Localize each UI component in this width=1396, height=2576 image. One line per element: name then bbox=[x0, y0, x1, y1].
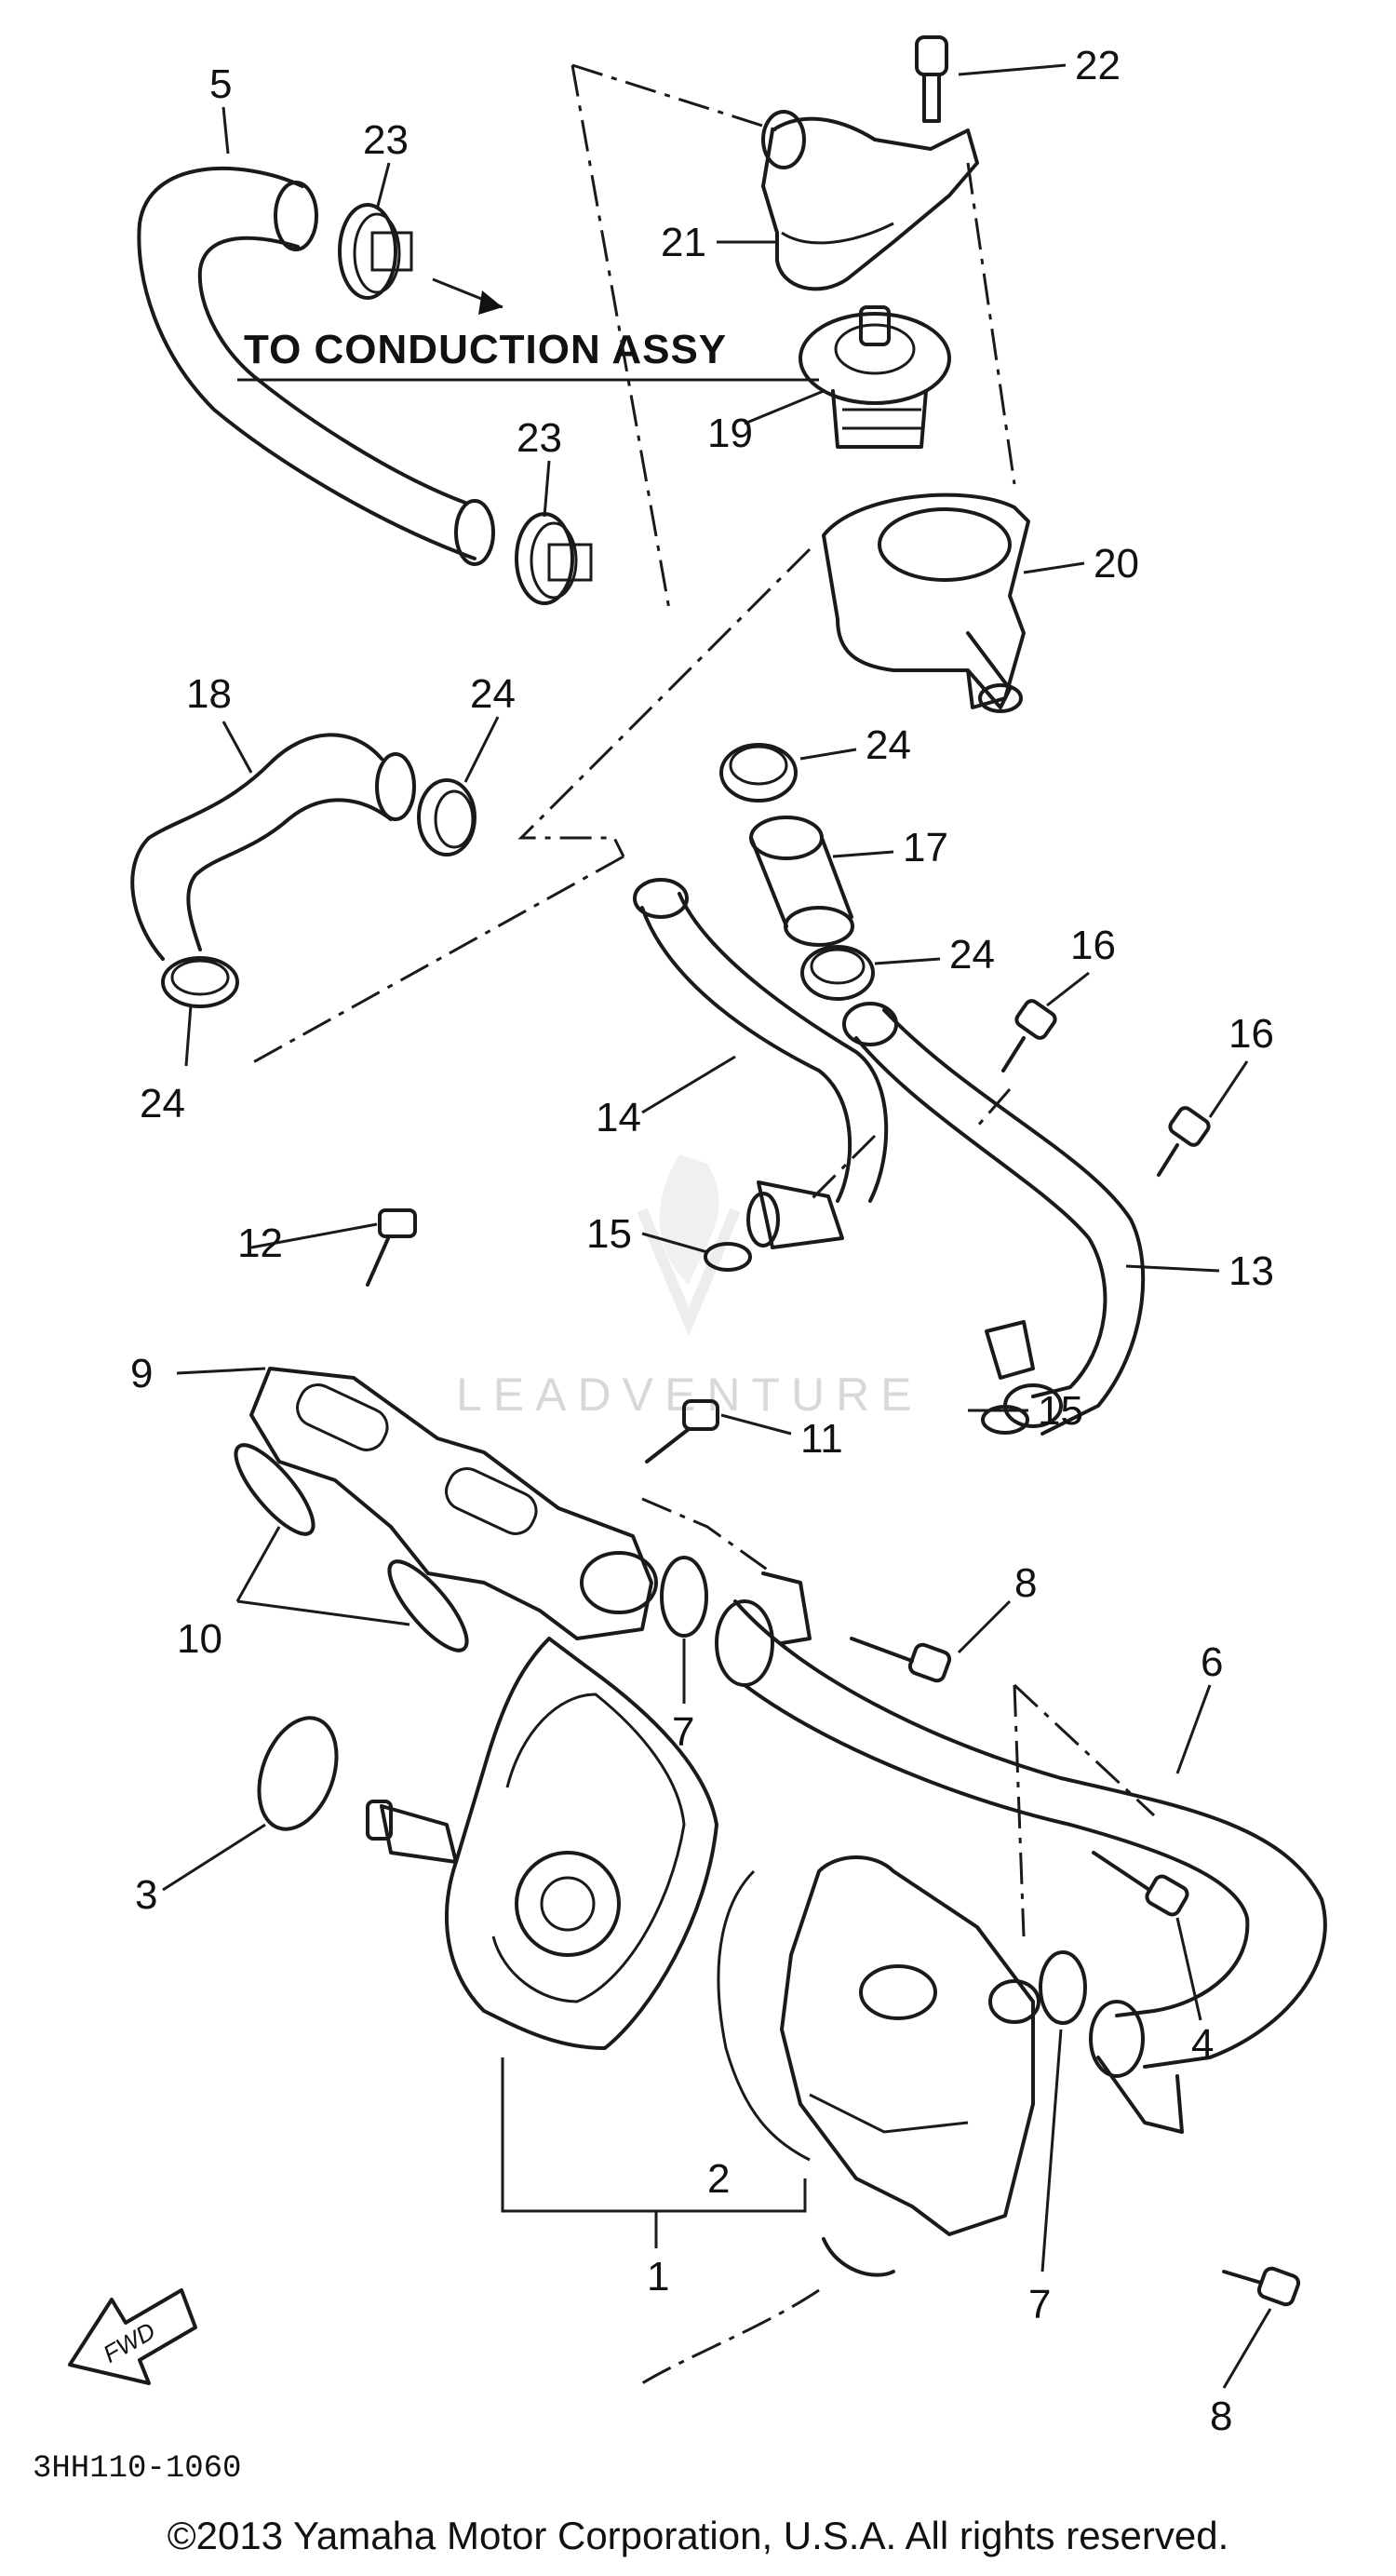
o-ring-15-b bbox=[981, 1405, 1029, 1435]
clamp-23-upper bbox=[338, 203, 413, 300]
callout-24: 24 bbox=[866, 722, 911, 768]
callout-15: 15 bbox=[586, 1211, 632, 1257]
bolt-22 bbox=[915, 35, 948, 123]
assembly-line bbox=[975, 1088, 1012, 1127]
fwd-arrow: FWD bbox=[68, 2288, 197, 2385]
bolt-16-b bbox=[1157, 1106, 1211, 1177]
callout-22: 22 bbox=[1075, 43, 1121, 88]
callout-24: 24 bbox=[470, 671, 516, 717]
assembly-line bbox=[246, 855, 624, 1068]
callout-5: 5 bbox=[209, 61, 232, 107]
clamp-24-d bbox=[800, 945, 875, 1001]
callout-2: 2 bbox=[707, 2156, 730, 2202]
pipe-14 bbox=[633, 878, 889, 1249]
assembly-line bbox=[570, 64, 672, 615]
callout-numbers: 22 5 23 21 19 23 20 18 24 24 17 24 16 16… bbox=[130, 43, 1274, 2439]
bolt-4 bbox=[1092, 1851, 1189, 1917]
water-pipe-9 bbox=[249, 1367, 658, 1640]
assembly-line bbox=[571, 63, 778, 132]
callout-23: 23 bbox=[517, 415, 562, 461]
clamp-24-a bbox=[417, 778, 477, 856]
thermostat-cover-21 bbox=[761, 110, 979, 291]
callout-4: 4 bbox=[1191, 2021, 1214, 2067]
leader-lines bbox=[162, 63, 1272, 2389]
assembly-line bbox=[641, 1497, 773, 1575]
callout-10: 10 bbox=[177, 1616, 222, 1662]
clamp-24-b bbox=[161, 956, 239, 1008]
bolt-8-a bbox=[850, 1637, 952, 1683]
assembly-bracket bbox=[501, 2057, 807, 2213]
callout-14: 14 bbox=[596, 1095, 641, 1140]
callout-20: 20 bbox=[1094, 541, 1139, 587]
bolt-8-b bbox=[1222, 2266, 1301, 2307]
banner-to-conduction-assy: TO CONDUCTION ASSY bbox=[244, 327, 727, 372]
callout-17: 17 bbox=[903, 825, 948, 870]
assembly-line bbox=[808, 1134, 877, 1203]
gasket-10-b bbox=[387, 1559, 469, 1652]
callout-15: 15 bbox=[1038, 1388, 1083, 1434]
callout-11: 11 bbox=[800, 1416, 843, 1462]
diagram-code: 3HH110-1060 bbox=[33, 2451, 241, 2487]
bolt-11 bbox=[645, 1399, 719, 1463]
engine-outline bbox=[641, 2288, 820, 2385]
water-pump-1 bbox=[366, 1637, 718, 2050]
callout-9: 9 bbox=[130, 1351, 153, 1396]
bolt-12 bbox=[366, 1208, 417, 1287]
copyright-notice: ©2013 Yamaha Motor Corporation, U.S.A. A… bbox=[167, 2514, 1229, 2557]
o-ring-7-a bbox=[660, 1556, 708, 1638]
engine-outline bbox=[822, 2237, 895, 2277]
callout-8: 8 bbox=[1014, 1560, 1037, 1606]
arrow-head bbox=[478, 290, 503, 315]
callout-6: 6 bbox=[1201, 1639, 1223, 1685]
callout-16: 16 bbox=[1070, 923, 1116, 968]
o-ring-15-a bbox=[704, 1242, 752, 1272]
callout-23: 23 bbox=[363, 117, 409, 163]
callout-21: 21 bbox=[661, 220, 706, 265]
callout-3: 3 bbox=[135, 1872, 157, 1918]
fwd-label: FWD bbox=[99, 2316, 160, 2368]
callout-19: 19 bbox=[707, 411, 753, 456]
pipe-6 bbox=[715, 1571, 1327, 2134]
hose-5 bbox=[137, 167, 495, 566]
thermostat-housing-20 bbox=[822, 492, 1030, 713]
clamp-24-c bbox=[719, 743, 798, 802]
assembly-line bbox=[517, 547, 812, 857]
callout-13: 13 bbox=[1228, 1248, 1274, 1294]
o-ring-7-b bbox=[1039, 1950, 1087, 2025]
hose-18 bbox=[130, 733, 416, 961]
gasket-10-a bbox=[234, 1443, 315, 1536]
callout-1: 1 bbox=[647, 2254, 669, 2300]
thermostat-19 bbox=[799, 305, 951, 449]
callout-24: 24 bbox=[140, 1081, 185, 1126]
callout-16: 16 bbox=[1228, 1011, 1274, 1057]
watermark-logo bbox=[637, 1154, 741, 1337]
o-ring-3 bbox=[257, 1716, 339, 1831]
callout-7: 7 bbox=[672, 1709, 694, 1755]
callout-18: 18 bbox=[186, 671, 232, 717]
watermark-text: LEADVENTURE bbox=[456, 1369, 923, 1421]
callout-7: 7 bbox=[1028, 2282, 1051, 2327]
callout-12: 12 bbox=[237, 1221, 283, 1266]
callout-24: 24 bbox=[949, 932, 995, 978]
bolt-16-a bbox=[1001, 999, 1057, 1072]
pump-housing-2 bbox=[717, 1855, 1040, 2236]
hose-17 bbox=[749, 816, 854, 947]
assembly-line bbox=[966, 162, 1016, 485]
callout-8: 8 bbox=[1210, 2394, 1232, 2439]
clamp-23-lower bbox=[515, 512, 593, 605]
